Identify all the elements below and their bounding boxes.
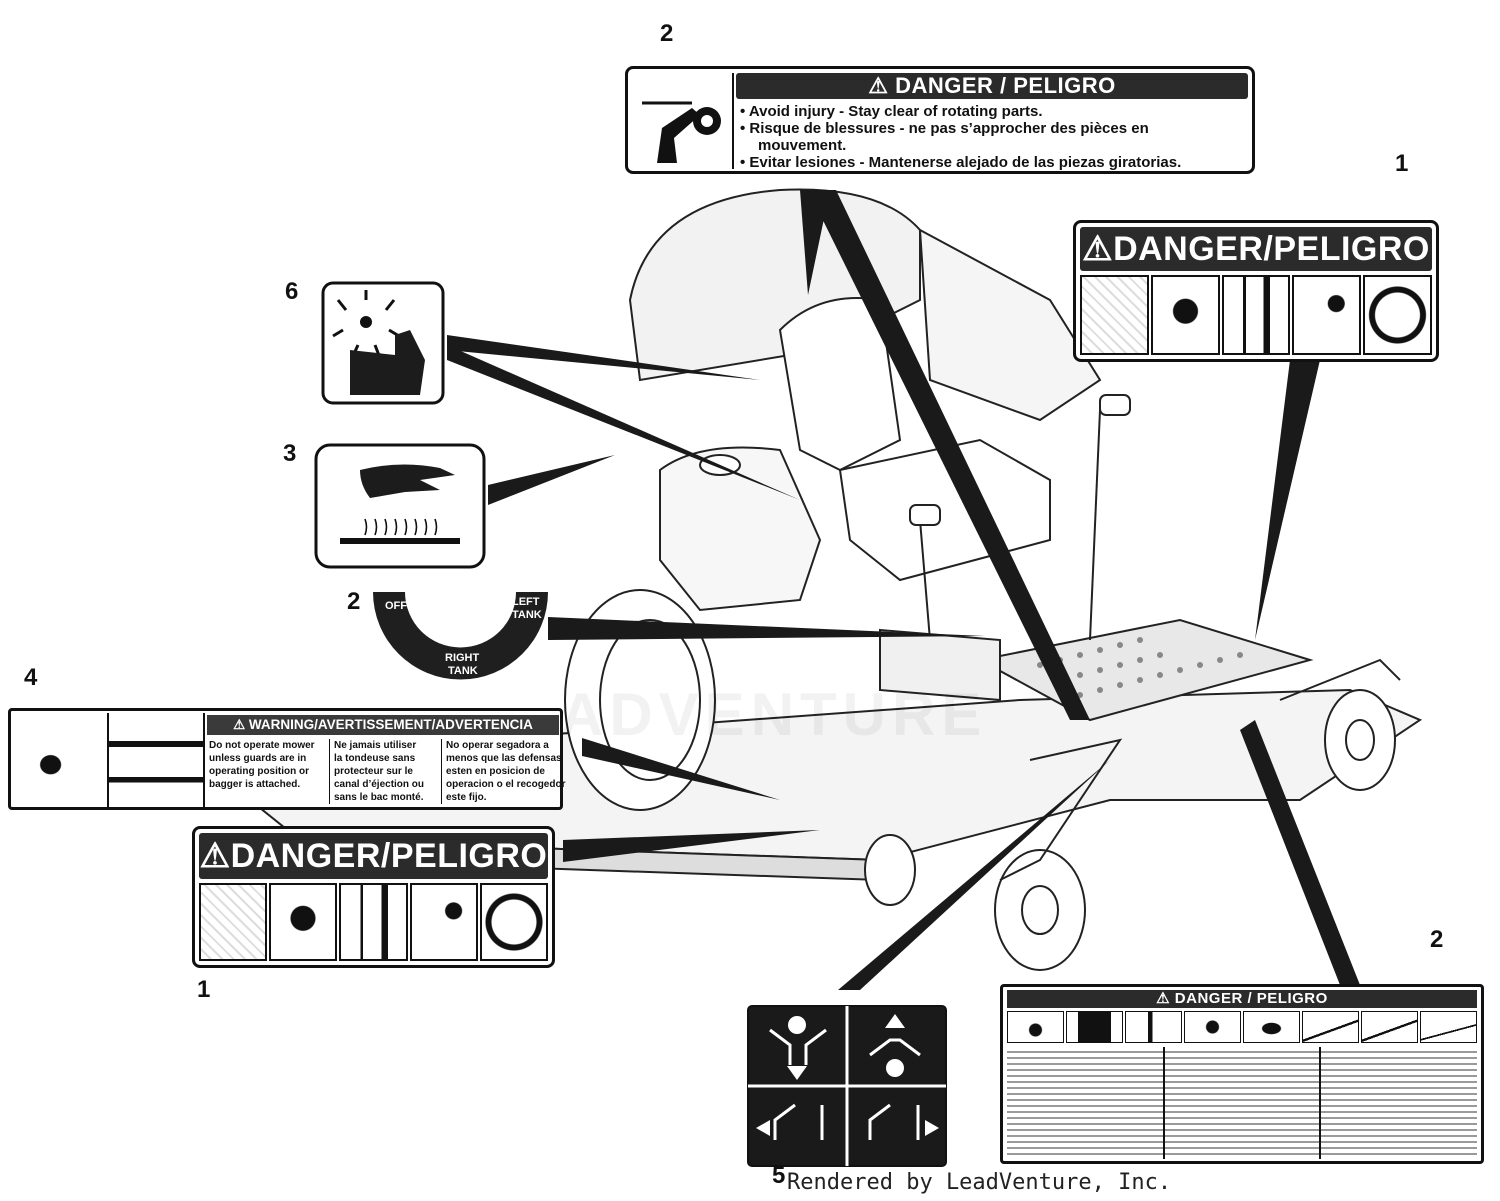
callout-1-danger-left: 1 [197, 976, 211, 1003]
fuel-selector-decal: OFF LEFT TANK RIGHT TANK [373, 592, 548, 680]
decal-3-hot-surface [314, 443, 486, 569]
hand-blade-icon [199, 883, 268, 961]
fuel-right-tank-label-2: TANK [448, 665, 478, 677]
fuel-left-tank-label-1: LEFT [512, 596, 540, 608]
warning-text-es: No operar segadora a menos que las defen… [441, 739, 566, 804]
callout-5-motion-control: 5 [772, 1162, 786, 1189]
warning-triangle-icon: ⚠ [868, 73, 896, 98]
warning-es-line: menos que las defensas [446, 753, 562, 764]
warning-triangle-icon: ⚠ [199, 837, 231, 875]
callout-2-fuel-selector: 2 [347, 588, 361, 615]
rotating-line-fr: • Risque de blessures - ne pas s’approch… [740, 120, 1149, 137]
callout-3-hot-surface: 3 [283, 440, 297, 467]
thrown-object-icon [269, 883, 338, 961]
warning-header: ⚠ WARNING/AVERTISSEMENT/ADVERTENCIA [207, 715, 559, 735]
callout-2-rotating: 2 [660, 20, 674, 47]
warning-es-line: este fijo. [446, 792, 487, 803]
warning-fr-line: protecteur sur le [334, 766, 413, 777]
warning-es-line: esten en posicion de [446, 766, 545, 777]
decal-5-motion-control [747, 1005, 947, 1167]
footer-credit: Rendered by LeadVenture, Inc. [787, 1170, 1172, 1195]
rotating-parts-header-text: DANGER / PELIGRO [895, 73, 1116, 98]
leader-lines [447, 190, 1360, 990]
callout-4-warning: 4 [24, 664, 38, 691]
danger-right-header-text: DANGER/PELIGRO [1113, 230, 1430, 268]
remove-key-icon [1292, 275, 1362, 355]
warning-es-line: operacion o el recogedor [446, 779, 566, 790]
rotating-line-es: • Evitar lesiones - Mantenerse alejado d… [740, 154, 1182, 171]
fuel-off-label: OFF [385, 600, 407, 612]
warning-fr-line: sans le bac monté. [334, 792, 424, 803]
warning-triangle-icon: ⚠ [1156, 990, 1175, 1007]
warning-text-en: Do not operate mower unless guards are i… [209, 739, 323, 791]
warning-es-line: No operar segadora a [446, 740, 549, 751]
rotating-line-fr-2: mouvement. [758, 137, 847, 154]
warning-pictogram-guard [109, 713, 205, 807]
no-step-icon [479, 883, 549, 961]
fuel-right-tank-label-1: RIGHT [445, 652, 480, 664]
column-divider [1163, 1047, 1165, 1159]
warning-en-line: unless guards are in [209, 753, 307, 764]
danger-right-header: ⚠DANGER/PELIGRO [1080, 227, 1432, 271]
danger-left-pictograms [199, 883, 549, 961]
warning-triangle-icon: ⚠ [233, 717, 249, 732]
thrown-object-icon [1150, 275, 1220, 355]
hand-blade-icon [1080, 275, 1149, 355]
danger-bottom-right-pictograms [1007, 1011, 1477, 1043]
warning-triangle-icon: ⚠ [1082, 230, 1114, 268]
decal-rotating-parts: ⚠ DANGER / PELIGRO • Avoid injury - Stay… [625, 66, 1255, 174]
thrown-object-icon [1184, 1011, 1241, 1043]
decal-warning-guards: ⚠ WARNING/AVERTISSEMENT/ADVERTENCIA Do n… [8, 708, 566, 810]
warning-en-line: bagger is attached. [209, 779, 301, 790]
manual-icon [1066, 1011, 1123, 1043]
column-divider [1319, 1047, 1321, 1159]
warning-fr-line: Ne jamais utiliser [334, 740, 417, 751]
danger-left-header: ⚠DANGER/PELIGRO [199, 833, 548, 879]
warning-en-line: operating position or [209, 766, 309, 777]
danger-bottom-right-header-text: DANGER / PELIGRO [1174, 990, 1328, 1007]
decal-danger-right: ⚠DANGER/PELIGRO [1073, 220, 1439, 362]
callout-2-danger-bottom-right: 2 [1430, 926, 1444, 953]
warning-pictogram-thrown [13, 713, 109, 807]
keep-distance-icon [339, 883, 408, 961]
decal-danger-left: ⚠DANGER/PELIGRO [192, 826, 555, 968]
rollover-icon [1243, 1011, 1300, 1043]
danger-right-pictograms [1080, 275, 1432, 355]
warning-header-text: WARNING/AVERTISSEMENT/ADVERTENCIA [248, 717, 533, 732]
keep-distance-icon [1125, 1011, 1182, 1043]
rotating-parts-pictogram [632, 73, 734, 169]
keep-distance-icon [1221, 275, 1291, 355]
warning-text-fr: Ne jamais utiliser la tondeuse sans prot… [329, 739, 442, 804]
remove-key-icon [409, 883, 478, 961]
warning-fr-line: la tondeuse sans [334, 753, 416, 764]
danger-left-header-text: DANGER/PELIGRO [230, 837, 548, 875]
slope-icon [1361, 1011, 1418, 1043]
danger-bottom-right-finetext [1007, 1047, 1477, 1159]
warning-fr-line: canal d’éjection ou [334, 779, 425, 790]
slope-icon [1302, 1011, 1359, 1043]
warning-triangle-icon [1007, 1011, 1064, 1043]
slope-angle-icon [1420, 1011, 1477, 1043]
callout-1-danger-right: 1 [1395, 150, 1409, 177]
rotating-line-en: • Avoid injury - Stay clear of rotating … [740, 103, 1043, 120]
decal-6-debris-gloves [321, 281, 445, 405]
watermark: ADVENTURE [560, 681, 988, 748]
decal-danger-bottom-right: ⚠ DANGER / PELIGRO [1000, 984, 1484, 1164]
callout-6-gloves: 6 [285, 278, 299, 305]
fuel-left-tank-label-2: TANK [512, 609, 542, 621]
danger-bottom-right-header: ⚠ DANGER / PELIGRO [1007, 990, 1477, 1008]
no-step-icon [1363, 275, 1432, 355]
rotating-parts-header: ⚠ DANGER / PELIGRO [736, 73, 1248, 99]
warning-en-line: Do not operate mower [209, 740, 315, 751]
